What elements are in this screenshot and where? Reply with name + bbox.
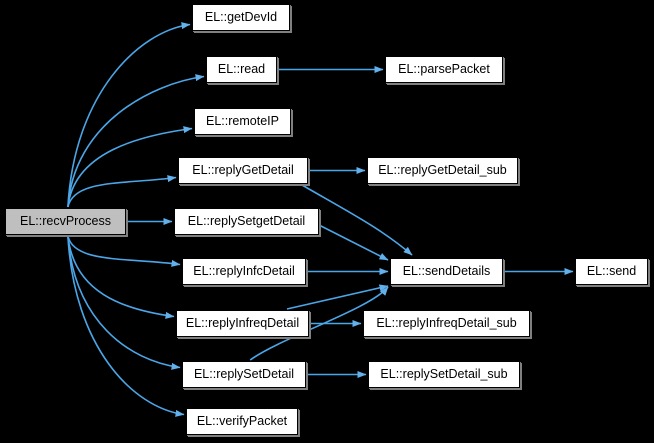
edge-recvProcess-to-replyInfreqDetail [67, 235, 175, 319]
graph-node-label: EL::getDevId [204, 10, 278, 25]
graph-node-label: EL::replySetDetail [193, 367, 295, 382]
graph-node-remoteIP[interactable]: EL::remoteIP [194, 108, 291, 135]
graph-node-label: EL::replySetgetDetail [187, 214, 306, 229]
graph-node-send[interactable]: EL::send [575, 258, 648, 285]
graph-node-verifyPacket[interactable]: EL::verifyPacket [186, 408, 298, 435]
graph-node-label: EL::recvProcess [19, 214, 111, 229]
graph-node-label: EL::replyInfcDetail [193, 264, 295, 279]
graph-node-label: EL::send [586, 264, 637, 279]
graph-node-label: EL::remoteIP [206, 114, 279, 129]
edge-recvProcess-to-replySetDetail [67, 235, 181, 370]
edge-recvProcess-to-read [67, 74, 205, 208]
edge-recvProcess-to-getDevId [67, 22, 191, 208]
graph-node-label: EL::replyGetDetail_sub [378, 163, 507, 178]
edge-recvProcess-to-verifyPacket [67, 235, 185, 417]
graph-node-label: EL::replyGetDetail [192, 163, 294, 178]
edge-replyInfreqDetail-to-sendDetails [286, 284, 389, 310]
edge-replyGetDetail-to-sendDetails [301, 184, 413, 256]
edge-recvProcess-to-replyGetDetail [67, 175, 177, 208]
graph-node-replyInfreqDetail_sub[interactable]: EL::replyInfreqDetail_sub [363, 310, 530, 337]
edge-recvProcess-to-remoteIP [67, 126, 193, 208]
graph-node-label: EL::replyInfreqDetail_sub [376, 316, 517, 331]
edge-replySetgetDetail-to-sendDetails [319, 224, 389, 261]
graph-node-label: EL::sendDetails [402, 264, 491, 279]
graph-node-replyGetDetail_sub[interactable]: EL::replyGetDetail_sub [367, 157, 518, 184]
edge-replySetDetail-to-sendDetails [249, 286, 389, 361]
graph-node-replyGetDetail[interactable]: EL::replyGetDetail [178, 157, 308, 184]
graph-node-label: EL::verifyPacket [196, 414, 288, 429]
graph-node-label: EL::replySetDetail_sub [380, 367, 508, 382]
graph-node-sendDetails[interactable]: EL::sendDetails [390, 258, 503, 285]
graph-node-replyInfcDetail[interactable]: EL::replyInfcDetail [182, 258, 306, 285]
graph-node-recvProcess[interactable]: EL::recvProcess [5, 208, 126, 235]
graph-node-replySetDetail[interactable]: EL::replySetDetail [182, 361, 306, 388]
graph-node-replyInfreqDetail[interactable]: EL::replyInfreqDetail [176, 310, 309, 337]
graph-node-replySetgetDetail[interactable]: EL::replySetgetDetail [174, 208, 319, 235]
graph-node-parsePacket[interactable]: EL::parsePacket [385, 56, 503, 83]
graph-node-label: EL::replyInfreqDetail [185, 316, 300, 331]
graph-node-read[interactable]: EL::read [206, 56, 277, 83]
graph-node-label: EL::read [217, 62, 266, 77]
edge-recvProcess-to-replyInfcDetail [67, 235, 181, 267]
graph-node-replySetDetail_sub[interactable]: EL::replySetDetail_sub [368, 361, 520, 388]
graph-node-getDevId[interactable]: EL::getDevId [192, 4, 290, 31]
graph-node-label: EL::parsePacket [398, 62, 490, 77]
